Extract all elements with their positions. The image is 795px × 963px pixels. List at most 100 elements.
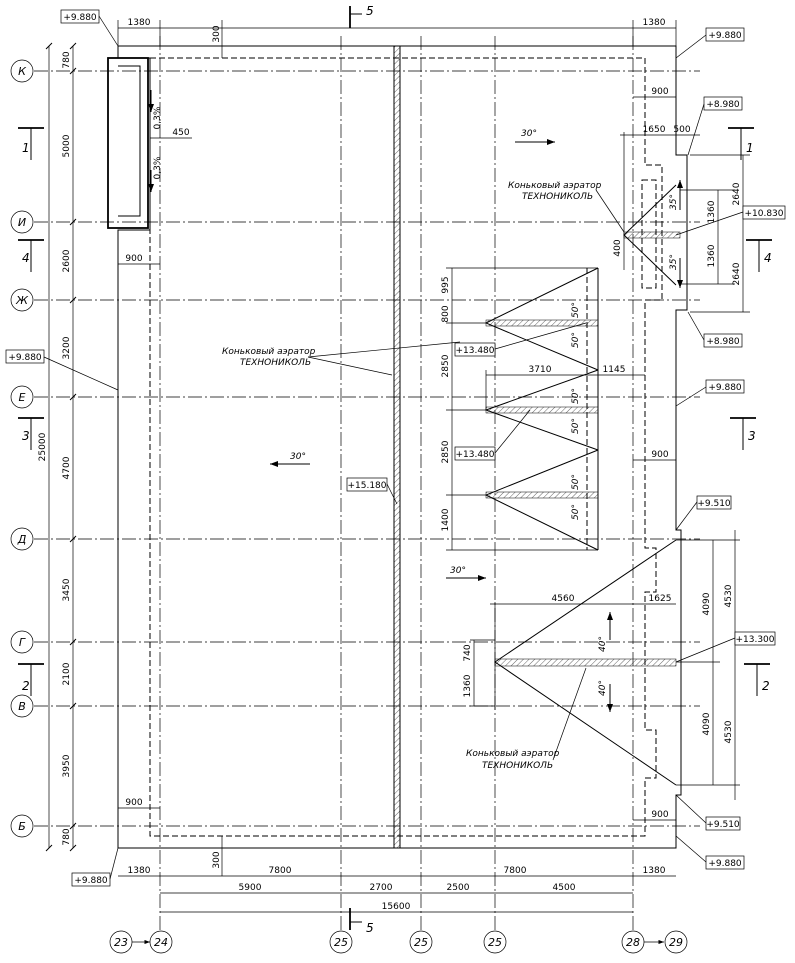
level-marks: +9.880 +9.880 +8.980 +10.830 +8.980 +9.8… bbox=[5, 9, 786, 887]
dim-label: 1400 bbox=[441, 508, 451, 531]
note-text: ТЕХНОНИКОЛЬ bbox=[240, 358, 311, 368]
dim-label: 900 bbox=[125, 254, 142, 264]
dim-label: 3950 bbox=[62, 754, 72, 777]
dim-label: 780 bbox=[62, 51, 72, 68]
section-label: 4 bbox=[22, 251, 30, 265]
level-label: +9.880 bbox=[8, 353, 42, 363]
dim-label: 2640 bbox=[732, 182, 742, 205]
section-label: 3 bbox=[22, 429, 30, 443]
column-axis-label: 23 bbox=[114, 936, 128, 949]
slope-label: 0,3% bbox=[153, 156, 163, 179]
dim-label: 5900 bbox=[239, 883, 262, 893]
dim-label: 900 bbox=[125, 798, 142, 808]
row-axis-label: И bbox=[18, 216, 26, 229]
dim-label: 2600 bbox=[62, 249, 72, 272]
top-right-aerator: 1650 500 900 400 1360 1360 2640 2640 35°… bbox=[613, 87, 750, 313]
level-label: +9.880 bbox=[63, 13, 97, 23]
dim-label: 4090 bbox=[702, 712, 712, 735]
level-label: +9.880 bbox=[708, 383, 742, 393]
note-text: Коньковый аэратор bbox=[508, 181, 602, 191]
dim-label: 3450 bbox=[62, 578, 72, 601]
section-label: 2 bbox=[762, 679, 770, 693]
column-axis-markers: 23 24 25 25 25 28 29 bbox=[109, 930, 688, 954]
row-axis-lines bbox=[34, 70, 700, 827]
section-label: 2 bbox=[22, 679, 30, 693]
row-axis-label: В bbox=[18, 700, 26, 713]
slope-arrows: 30° 30° 30° bbox=[270, 129, 555, 581]
dim-label: 1360 bbox=[707, 244, 717, 267]
level-label: +9.510 bbox=[697, 499, 731, 509]
row-axis-markers: К И Ж Е Д Г В Б bbox=[10, 59, 34, 838]
roof-outline bbox=[107, 45, 688, 849]
dim-label: 2640 bbox=[732, 262, 742, 285]
column-axis-label: 28 bbox=[626, 936, 640, 949]
dim-label: 4530 bbox=[724, 720, 734, 743]
section-label: 5 bbox=[366, 921, 374, 935]
slope-label: 30° bbox=[290, 452, 306, 462]
dim-label: 995 bbox=[441, 276, 451, 293]
dim-label: 900 bbox=[651, 87, 668, 97]
level-label: +15.180 bbox=[347, 481, 386, 491]
column-axis-lines bbox=[159, 36, 634, 930]
slope-label: 30° bbox=[450, 566, 466, 576]
aerator-callouts: Коньковый аэратор ТЕХНОНИКОЛЬ Коньковый … bbox=[222, 181, 625, 771]
dim-label: 1380 bbox=[643, 866, 666, 876]
dim-label: 1380 bbox=[128, 18, 151, 28]
section-label: 3 bbox=[748, 429, 756, 443]
row-axis-label: Е bbox=[19, 391, 26, 404]
dim-label: 25000 bbox=[38, 432, 48, 461]
note-text: ТЕХНОНИКОЛЬ bbox=[522, 192, 593, 202]
row-axis-label: Г bbox=[19, 636, 26, 649]
slope-label: 40° bbox=[598, 636, 608, 652]
level-label: +13.480 bbox=[455, 346, 494, 356]
level-label: +9.880 bbox=[74, 876, 108, 886]
level-label: +9.880 bbox=[708, 31, 742, 41]
note-text: Коньковый аэратор bbox=[222, 347, 316, 357]
dim-label: 4700 bbox=[62, 456, 72, 479]
slope-label: 35° bbox=[669, 194, 679, 210]
column-axis-label: 25 bbox=[414, 936, 428, 949]
dim-label: 3200 bbox=[62, 336, 72, 359]
dim-label: 300 bbox=[212, 25, 222, 42]
dim-label: 4500 bbox=[553, 883, 576, 893]
dim-label: 450 bbox=[172, 128, 189, 138]
note-text: Коньковый аэратор bbox=[466, 749, 560, 759]
level-label: +8.980 bbox=[706, 337, 740, 347]
dim-label: 1650 bbox=[643, 125, 666, 135]
slope-label: 50° bbox=[571, 474, 581, 490]
dim-label: 15600 bbox=[382, 902, 411, 912]
bottom-right-aerator: 4560 1625 740 1360 40° 40° 4090 4530 409… bbox=[463, 450, 740, 821]
note-text: ТЕХНОНИКОЛЬ bbox=[482, 761, 553, 771]
dim-label: 2500 bbox=[447, 883, 470, 893]
dim-label: 2850 bbox=[441, 440, 451, 463]
slope-label: 40° bbox=[598, 680, 608, 696]
dim-label: 3710 bbox=[529, 365, 552, 375]
dim-label: 1625 bbox=[649, 594, 672, 604]
dim-label: 7800 bbox=[269, 866, 292, 876]
slope-label: 0,3% bbox=[153, 106, 163, 129]
level-label: +9.880 bbox=[708, 859, 742, 869]
slope-label: 35° bbox=[669, 254, 679, 270]
dim-label: 740 bbox=[463, 644, 473, 661]
dim-label: 400 bbox=[613, 239, 623, 256]
left-dimension-chain: 780 5000 2600 3200 4700 3450 2100 3950 7… bbox=[38, 42, 77, 852]
row-axis-label: Д bbox=[17, 533, 27, 546]
triangle-skylights: 995 800 2850 2850 1400 3710 1145 50° 50°… bbox=[441, 267, 645, 551]
column-axis-label: 29 bbox=[669, 936, 683, 949]
top-dimensions: 1380 300 1380 bbox=[117, 18, 677, 58]
level-label: +9.510 bbox=[706, 820, 740, 830]
dim-label: 5000 bbox=[62, 134, 72, 157]
slope-label: 50° bbox=[571, 504, 581, 520]
section-label: 1 bbox=[22, 141, 30, 155]
dim-label: 4090 bbox=[702, 592, 712, 615]
level-label: +13.300 bbox=[735, 635, 774, 645]
row-axis-label: Б bbox=[18, 820, 26, 833]
section-label: 4 bbox=[764, 251, 772, 265]
dim-label: 1380 bbox=[643, 18, 666, 28]
column-axis-label: 25 bbox=[334, 936, 348, 949]
section-label: 5 bbox=[366, 4, 374, 18]
dim-label: 1360 bbox=[707, 200, 717, 223]
dim-label: 2700 bbox=[370, 883, 393, 893]
section-marks: 5 5 1 1 4 4 3 3 2 2 bbox=[18, 4, 772, 935]
row-axis-label: К bbox=[18, 65, 27, 78]
